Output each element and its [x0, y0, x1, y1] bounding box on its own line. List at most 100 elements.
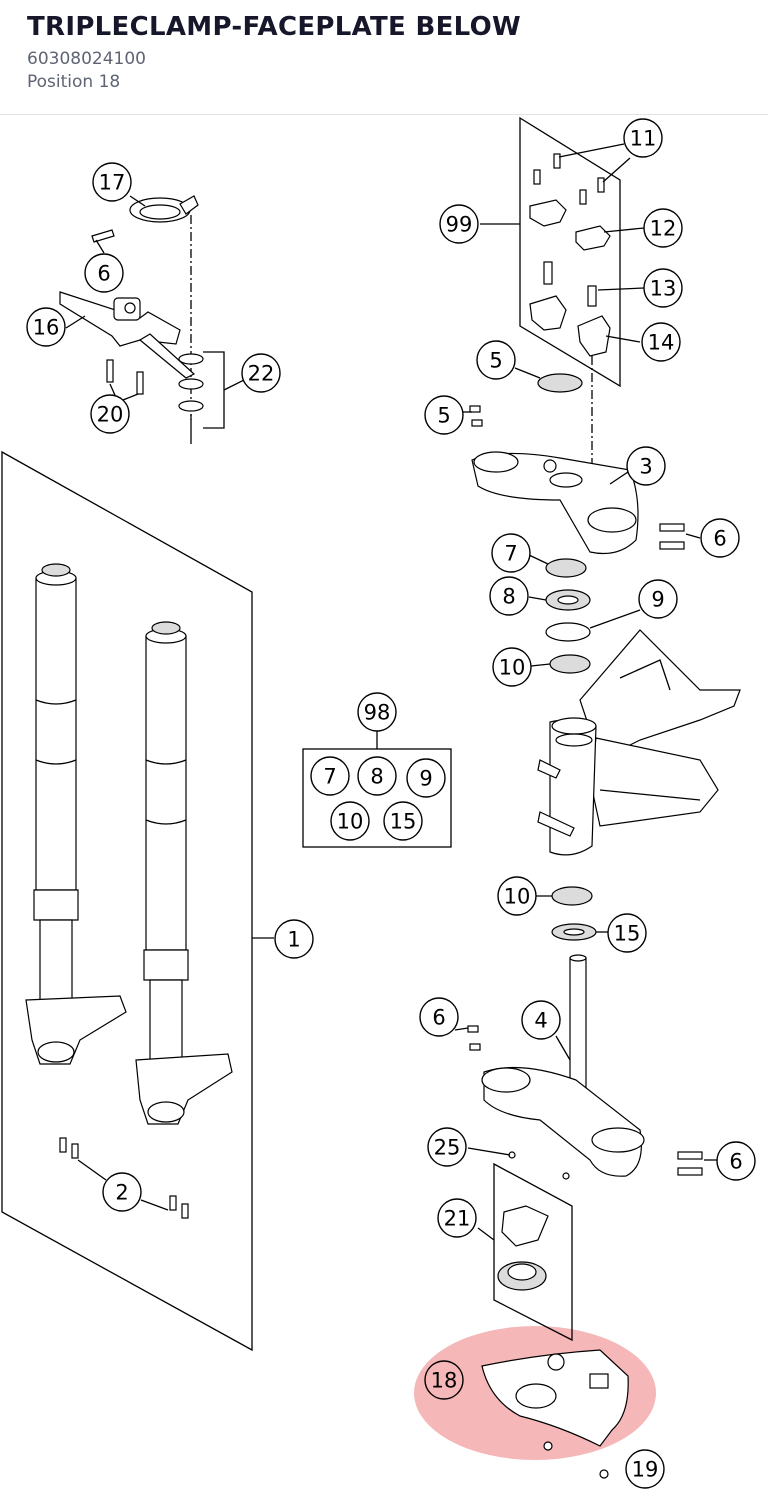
callout-circle	[383, 801, 423, 841]
callout-21[interactable]: 21	[437, 1198, 477, 1238]
page-header: TRIPLECLAMP-FACEPLATE BELOW 60308024100 …	[0, 0, 768, 115]
callout-circle	[623, 118, 663, 158]
callout-19[interactable]: 19	[625, 1449, 665, 1489]
callout-circle	[492, 647, 532, 687]
callout-circle	[489, 576, 529, 616]
callout-label: 6	[713, 527, 726, 551]
callout-label: 20	[97, 403, 124, 427]
exploded-parts-diagram: 17 6 16 20 22 11 99 12 13 14 5 5 3 6 7 8 9 10 98 7 8 9 10 15 1 10…	[1, 116, 756, 1489]
callout-20[interactable]: 20	[90, 394, 130, 434]
callout-11[interactable]: 11	[623, 118, 663, 158]
callout-layer: 17 6 16 20 22 11 99 12 13 14 5 5 3 6 7 8 9 10 98 7 8 9 10 15 1 10…	[26, 118, 756, 1489]
callout-6[interactable]: 6	[419, 997, 459, 1037]
callout-label: 6	[432, 1006, 445, 1030]
callout-1[interactable]: 1	[274, 919, 314, 959]
callout-circle	[274, 919, 314, 959]
callout-17[interactable]: 17	[92, 162, 132, 202]
callout-label: 10	[337, 810, 364, 834]
callout-label: 12	[650, 217, 677, 241]
callout-label: 4	[534, 1009, 547, 1033]
callout-label: 8	[502, 585, 515, 609]
callout-circle	[716, 1141, 756, 1181]
callout-14[interactable]: 14	[641, 322, 681, 362]
callout-15[interactable]: 15	[607, 913, 647, 953]
callout-3[interactable]: 3	[626, 446, 666, 486]
callout-12[interactable]: 12	[643, 208, 683, 248]
callout-circle	[427, 1127, 467, 1167]
callout-7[interactable]: 7	[491, 533, 531, 573]
callout-18[interactable]: 18	[424, 1360, 464, 1400]
upper-triple-clamp	[462, 367, 701, 674]
callout-7[interactable]: 7	[310, 756, 350, 796]
callout-10[interactable]: 10	[492, 647, 532, 687]
callout-circle	[330, 801, 370, 841]
callout-circle	[437, 1198, 477, 1238]
callout-13[interactable]: 13	[643, 268, 683, 308]
callout-circle	[90, 394, 130, 434]
callout-label: 6	[97, 262, 110, 286]
callout-label: 10	[499, 656, 526, 680]
callout-label: 8	[370, 765, 383, 789]
callout-25[interactable]: 25	[427, 1127, 467, 1167]
callout-circle	[439, 204, 479, 244]
callout-98[interactable]: 98	[357, 692, 397, 732]
callout-label: 10	[504, 885, 531, 909]
callout-8[interactable]: 8	[357, 756, 397, 796]
callout-circle	[419, 997, 459, 1037]
callout-6[interactable]: 6	[716, 1141, 756, 1181]
callout-circle	[625, 1449, 665, 1489]
callout-circle	[357, 756, 397, 796]
callout-16[interactable]: 16	[26, 307, 66, 347]
callout-label: 2	[115, 1181, 128, 1205]
callout-10[interactable]: 10	[330, 801, 370, 841]
callout-circle	[102, 1172, 142, 1212]
callout-label: 9	[419, 767, 432, 791]
callout-circle	[92, 162, 132, 202]
callout-circle	[626, 446, 666, 486]
callout-6[interactable]: 6	[84, 253, 124, 293]
callout-circle	[497, 876, 537, 916]
callout-8[interactable]: 8	[489, 576, 529, 616]
callout-circle	[643, 268, 683, 308]
callout-9[interactable]: 9	[638, 579, 678, 619]
handlebar-clamp-group	[480, 116, 645, 475]
callout-4[interactable]: 4	[521, 1000, 561, 1040]
callout-label: 7	[323, 765, 336, 789]
callout-circle	[476, 340, 516, 380]
callout-6[interactable]: 6	[700, 518, 740, 558]
part-18-faceplate	[481, 1349, 629, 1479]
callout-label: 6	[729, 1150, 742, 1174]
frame-section	[535, 629, 741, 941]
callout-label: 7	[504, 542, 517, 566]
part-number: 60308024100	[27, 49, 146, 69]
callout-label: 22	[248, 362, 275, 386]
callout-circle	[700, 518, 740, 558]
callout-5[interactable]: 5	[424, 395, 464, 435]
callout-circle	[424, 395, 464, 435]
callout-99[interactable]: 99	[439, 204, 479, 244]
callout-circle	[26, 307, 66, 347]
callout-5[interactable]: 5	[476, 340, 516, 380]
callout-2[interactable]: 2	[102, 1172, 142, 1212]
callout-circle	[491, 533, 531, 573]
lower-triple-clamp	[454, 954, 718, 1180]
callout-circle	[643, 208, 683, 248]
callout-label: 21	[444, 1207, 471, 1231]
callout-label: 1	[287, 928, 300, 952]
callout-circle	[357, 692, 397, 732]
steering-damper-group	[59, 195, 245, 444]
callout-22[interactable]: 22	[241, 353, 281, 393]
callout-label: 19	[632, 1458, 659, 1482]
position-label: Position 18	[27, 72, 121, 92]
callout-9[interactable]: 9	[406, 758, 446, 798]
callout-circle	[406, 758, 446, 798]
callout-label: 15	[614, 922, 641, 946]
callout-15[interactable]: 15	[383, 801, 423, 841]
callout-circle	[310, 756, 350, 796]
callout-circle	[84, 253, 124, 293]
callout-label: 98	[364, 701, 391, 725]
callout-label: 25	[434, 1136, 461, 1160]
callout-label: 5	[437, 404, 450, 428]
callout-circle	[521, 1000, 561, 1040]
callout-10[interactable]: 10	[497, 876, 537, 916]
